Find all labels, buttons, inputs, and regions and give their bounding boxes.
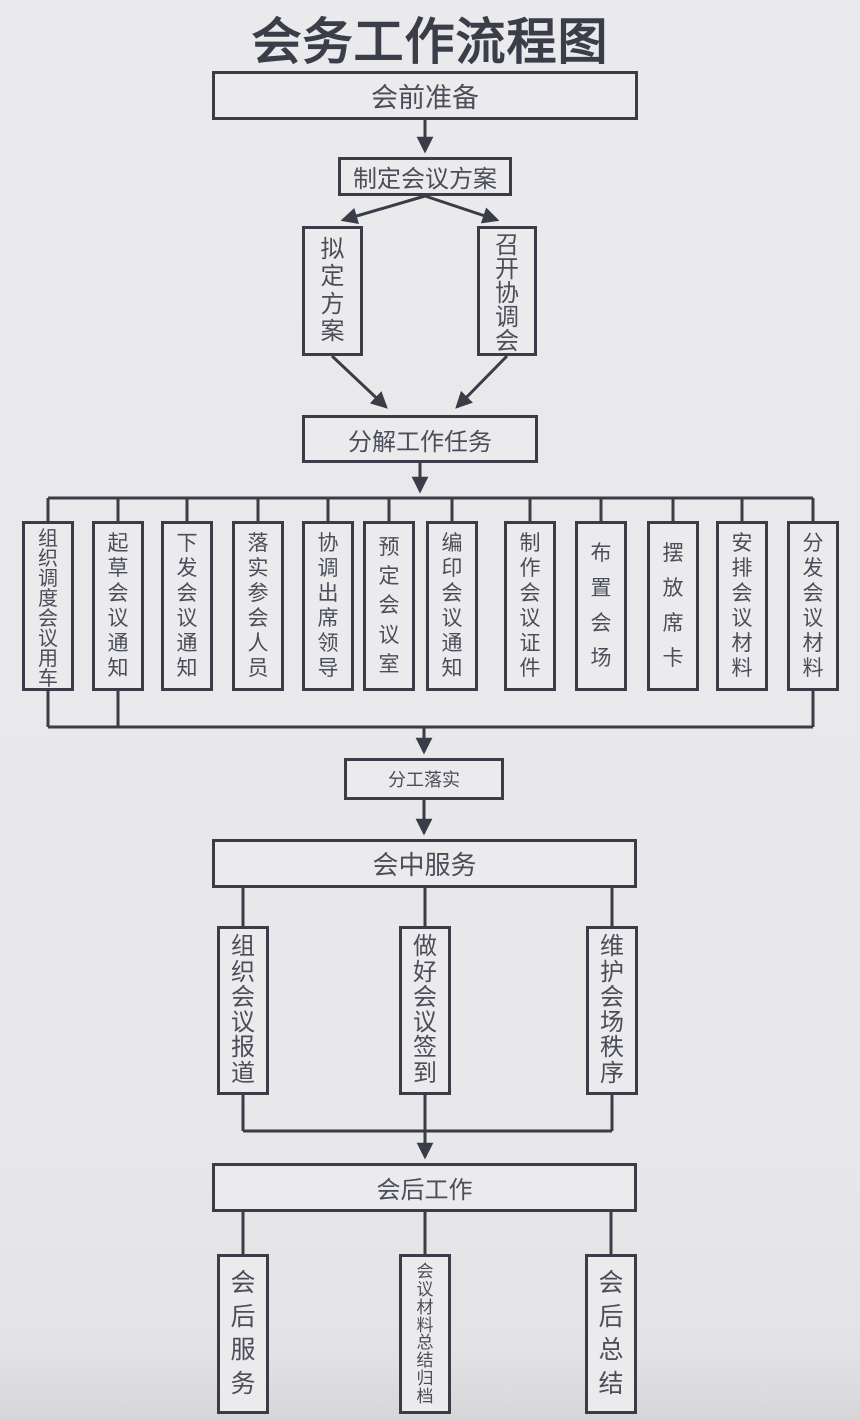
task-node-place-name-cards: 摆放席卡 [647, 521, 699, 691]
decompose-to-task-bus [46, 463, 815, 523]
arrows-plan-branches [340, 194, 500, 225]
task-node-issue-notice: 下发会议通知 [161, 521, 213, 691]
during-task-node-organize-reporting: 组织会议报道 [217, 926, 269, 1095]
post-task-node-archive-materials: 会议材料总结归档 [399, 1254, 451, 1414]
post-task-node-post-service: 会后服务 [217, 1254, 269, 1414]
arrows-branches-to-decompose [330, 354, 509, 409]
node-post-work: 会后工作 [212, 1163, 637, 1212]
task-node-coordinate-leaders: 协调出席领导 [302, 521, 354, 691]
task-node-distribute-materials: 分发会议材料 [787, 521, 839, 691]
node-pre-preparation: 会前准备 [212, 71, 638, 120]
during-merge-to-post [241, 1093, 614, 1160]
task-node-print-notice: 编印会议通知 [426, 521, 478, 691]
node-during-service: 会中服务 [212, 839, 637, 888]
task-node-confirm-attendees: 落实参会人员 [232, 521, 284, 691]
node-draft-plan: 拟定方案 [302, 226, 363, 356]
task-node-draft-notice: 起草会议通知 [92, 521, 144, 691]
task-node-arrange-venue: 布置会场 [575, 521, 627, 691]
node-make-meeting-plan: 制定会议方案 [338, 157, 512, 196]
node-assign-implementation: 分工落实 [344, 758, 504, 800]
during-task-node-maintain-order: 维护会场秩序 [586, 926, 638, 1095]
page-title: 会务工作流程图 [251, 14, 609, 70]
during-task-node-sign-in: 做好会议签到 [399, 926, 451, 1095]
task-node-prepare-materials: 安排会议材料 [716, 521, 768, 691]
post-task-node-post-summary: 会后总结 [585, 1254, 637, 1414]
node-coordination-meeting: 召开协调会 [477, 226, 537, 356]
task-bus-to-assign [46, 689, 815, 755]
post-branch-stubs [241, 1210, 613, 1256]
node-decompose-tasks: 分解工作任务 [302, 415, 538, 463]
task-node-dispatch-vehicles: 组织调度会议用车 [22, 521, 74, 691]
during-branch-stubs [241, 886, 614, 928]
task-node-make-badges: 制作会议证件 [504, 521, 556, 691]
task-node-book-meeting-room: 预定会议室 [363, 521, 415, 691]
